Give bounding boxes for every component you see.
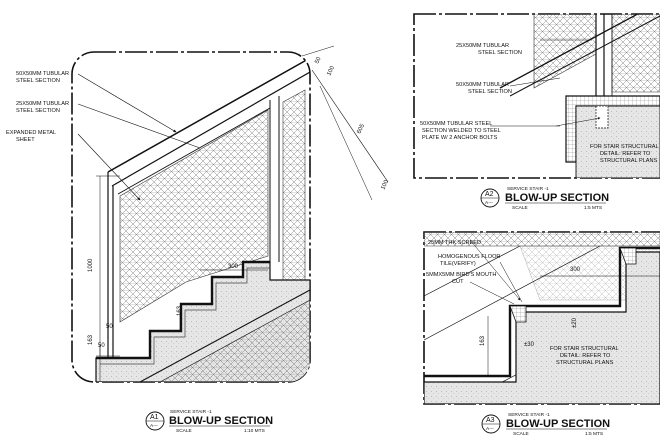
a2-title-scale: 1:5 MTS <box>584 205 602 211</box>
a2-label-steel-50-line2: STEEL SECTION <box>468 89 512 95</box>
a3-label-mouth-line2: CUT <box>452 279 464 285</box>
a2-mesh-panel <box>533 14 597 89</box>
a1-dim-100b: 100 <box>380 179 390 191</box>
a1-dim-163a: 163 <box>177 305 183 316</box>
a1-dim-1000: 1000 <box>88 258 94 272</box>
a2-label-weld-line2: SECTION WELDED TO STEEL <box>422 128 501 134</box>
a3-label-struct-line1: FOR STAIR STRUCTURAL <box>550 346 619 352</box>
a1-dim-300: 300 <box>228 264 239 270</box>
a3-label-screed: 25MM THK SCREED <box>428 240 481 246</box>
a3-label-floor-line1: HOMOGENOUS FLOOR <box>438 254 500 260</box>
detail-a3: 25MM THK SCREED HOMOGENOUS FLOOR TILE(VE… <box>423 231 660 437</box>
a2-label-weld-line1: 50X50MM TUBULAR STEEL <box>420 121 492 127</box>
a3-title-super: SERVICE STAIR -1 <box>508 412 550 418</box>
a3-dim-20: ±20 <box>572 317 578 328</box>
a2-title-sheet: A--- <box>485 200 493 206</box>
a1-title-scale: 1:10 MTS <box>244 428 265 434</box>
a1-title-super: SERVICE STAIR -1 <box>170 409 212 415</box>
detail-a2: 25X50MM TUBULAR STEEL SECTION 50X50MM TU… <box>413 13 660 211</box>
a2-title-block: A2 A--- SERVICE STAIR -1 BLOW-UP SECTION… <box>480 186 609 211</box>
a1-label-metal-line2: SHEET <box>16 137 35 143</box>
a1-dim-50a: 50 <box>314 56 323 65</box>
a1-label-steel-50-line2: STEEL SECTION <box>16 78 60 84</box>
a1-title-scale-label: SCALE <box>176 428 192 434</box>
a3-label-struct-line2: DETAIL: REFER TO <box>560 353 611 359</box>
a3-dim-163: 163 <box>480 335 486 346</box>
a3-title-number: A3 <box>486 417 495 424</box>
a1-label-steel-25-line1: 25X50MM TUBULAR <box>16 101 69 107</box>
a2-label-struct-line3: STRUCTURAL PLANS <box>600 158 658 164</box>
a1-mesh-strip <box>282 89 306 301</box>
a2-title-number: A2 <box>485 191 494 198</box>
a3-label-struct-line3: STRUCTURAL PLANS <box>556 360 614 366</box>
a3-dim-30: ±30 <box>524 342 535 348</box>
a3-title-block: A3 A--- SERVICE STAIR -1 BLOW-UP SECTION… <box>481 412 610 437</box>
a2-label-steel-25-line2: STEEL SECTION <box>478 50 522 56</box>
a1-title-sheet: A--- <box>150 423 158 429</box>
a1-title-number: A1 <box>150 414 159 421</box>
a2-title-scale-label: SCALE <box>512 205 528 211</box>
a3-label-mouth-line1: 5MMX5MM BIRD'S MOUTH <box>426 272 496 278</box>
a1-dim-100a: 100 <box>326 65 336 77</box>
a3-title-main: BLOW-UP SECTION <box>506 418 610 430</box>
a1-label-metal-line1: EXPANDED METAL <box>6 130 56 136</box>
a3-title-scale: 1:5 MTS <box>585 431 603 437</box>
a3-title-sheet: A--- <box>486 426 494 432</box>
a3-label-floor-line2: TILE(VERIFY) <box>440 261 476 267</box>
a2-label-steel-25-line1: 25X50MM TUBULAR <box>456 43 509 49</box>
a2-label-struct-line2: DETAIL: REFER TO <box>600 151 651 157</box>
a1-dim-605: 605 <box>356 123 366 135</box>
a2-title-main: BLOW-UP SECTION <box>505 192 609 204</box>
a1-title-main: BLOW-UP SECTION <box>169 415 273 427</box>
detail-a1: 50X50MM TUBULAR STEEL SECTION 25X50MM TU… <box>6 45 390 434</box>
a3-title-scale-label: SCALE <box>513 431 529 437</box>
a2-title-super: SERVICE STAIR -1 <box>507 186 549 192</box>
a1-title-block: A1 A--- SERVICE STAIR -1 BLOW-UP SECTION… <box>145 409 273 434</box>
a3-dim-300: 300 <box>570 267 581 273</box>
a1-dim-50c: 50 <box>98 343 105 349</box>
a1-dim-50b: 50 <box>106 324 113 330</box>
a2-label-steel-50-line1: 50X50MM TUBULAR <box>456 82 509 88</box>
a1-dim-163b: 163 <box>88 334 94 345</box>
a1-expanded-metal-panel <box>119 109 269 323</box>
a2-label-struct-line1: FOR STAIR STRUCTURAL <box>590 144 659 150</box>
a1-label-steel-25-line2: STEEL SECTION <box>16 108 60 114</box>
a2-label-weld-line3: PLATE W/ 2 ANCHOR BOLTS <box>422 135 498 141</box>
a1-label-steel-50-line1: 50X50MM TUBULAR <box>16 71 69 77</box>
a3-stair-concrete <box>424 251 660 404</box>
